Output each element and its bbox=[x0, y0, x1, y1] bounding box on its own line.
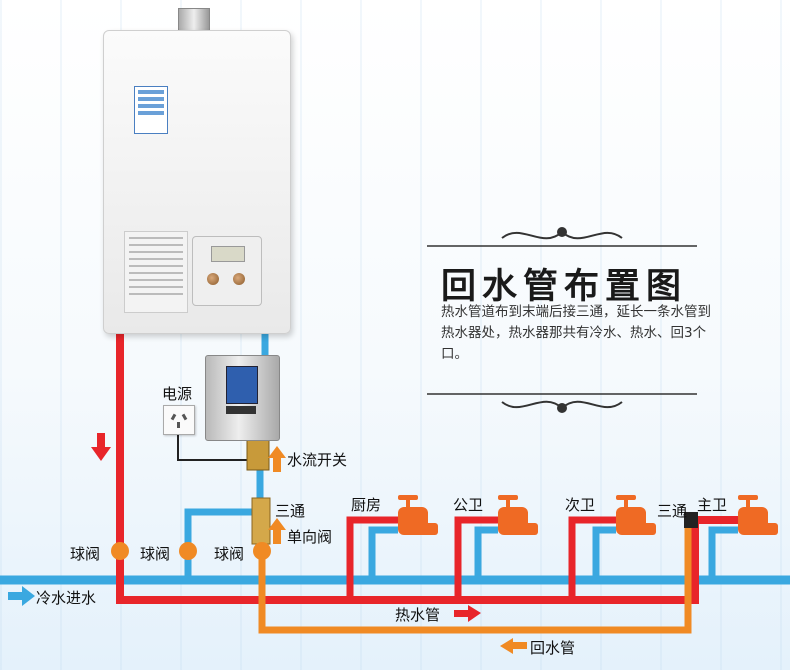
hot-branch-public bbox=[454, 516, 498, 600]
faucet-icon bbox=[498, 495, 538, 535]
label-return-pipe: 回水管 bbox=[530, 639, 576, 657]
energy-label bbox=[134, 86, 168, 134]
faucet-icon bbox=[738, 495, 778, 535]
hot-branch-second bbox=[568, 516, 616, 600]
heater-control-panel bbox=[192, 236, 262, 306]
label-ball-valve: 球阀 bbox=[70, 545, 101, 563]
label-secondary-bath: 次卫 bbox=[565, 496, 596, 514]
label-cold-water-in: 冷水进水 bbox=[36, 589, 97, 607]
label-tee: 三通 bbox=[275, 502, 306, 520]
cold-branch-master bbox=[708, 526, 738, 580]
ball-valve-cold bbox=[179, 542, 197, 560]
ball-valve-return bbox=[253, 542, 271, 560]
tee-check-valve-body bbox=[251, 497, 271, 545]
ornament-icon bbox=[427, 227, 697, 247]
power-socket-icon bbox=[163, 405, 195, 435]
arrow-up-icon bbox=[268, 446, 286, 472]
flow-switch-body bbox=[246, 439, 270, 471]
label-ball-valve: 球阀 bbox=[214, 545, 245, 563]
label-master-bath: 主卫 bbox=[697, 496, 728, 514]
hot-water-main bbox=[116, 333, 740, 604]
arrow-right-icon bbox=[454, 605, 481, 622]
flue-pipe-icon bbox=[178, 8, 210, 34]
water-heater bbox=[103, 30, 291, 334]
ball-valve-hot bbox=[111, 542, 129, 560]
cold-branch-kitchen bbox=[368, 526, 398, 580]
arrow-up-icon bbox=[268, 518, 286, 544]
label-power: 电源 bbox=[162, 385, 193, 403]
label-public-bath: 公卫 bbox=[453, 496, 484, 514]
cold-branch-second bbox=[592, 526, 616, 580]
ornament-icon bbox=[427, 393, 697, 413]
diagram-description: 热水管道布到末端后接三通，延长一条水管到热水器处，热水器那共有冷水、热水、回3个… bbox=[441, 304, 711, 362]
faucet-icon bbox=[616, 495, 656, 535]
label-hot-water-pipe: 热水管 bbox=[395, 606, 441, 624]
cold-branch-public bbox=[474, 526, 498, 580]
return-water-pipe bbox=[258, 500, 692, 634]
heater-knob bbox=[207, 273, 219, 285]
faucet-icon bbox=[398, 495, 438, 535]
label-check-valve: 单向阀 bbox=[287, 528, 333, 546]
label-flow-switch: 水流开关 bbox=[287, 451, 348, 469]
label-tee-master: 三通 bbox=[657, 502, 688, 520]
label-kitchen: 厨房 bbox=[351, 496, 382, 514]
heater-knob bbox=[233, 273, 245, 285]
arrow-left-icon bbox=[500, 638, 527, 654]
diagram-title: 回水管布置图 bbox=[441, 267, 688, 307]
spec-plate bbox=[124, 231, 188, 313]
heater-display bbox=[211, 246, 245, 262]
label-ball-valve: 球阀 bbox=[140, 545, 171, 563]
hot-branch-kitchen bbox=[346, 516, 398, 600]
pump-display bbox=[226, 366, 258, 404]
circulation-pump bbox=[205, 355, 280, 441]
pump-keypad bbox=[226, 406, 256, 414]
arrow-right-icon bbox=[8, 586, 35, 606]
arrow-down-icon bbox=[91, 433, 111, 461]
tee-fitting-master bbox=[684, 512, 698, 528]
